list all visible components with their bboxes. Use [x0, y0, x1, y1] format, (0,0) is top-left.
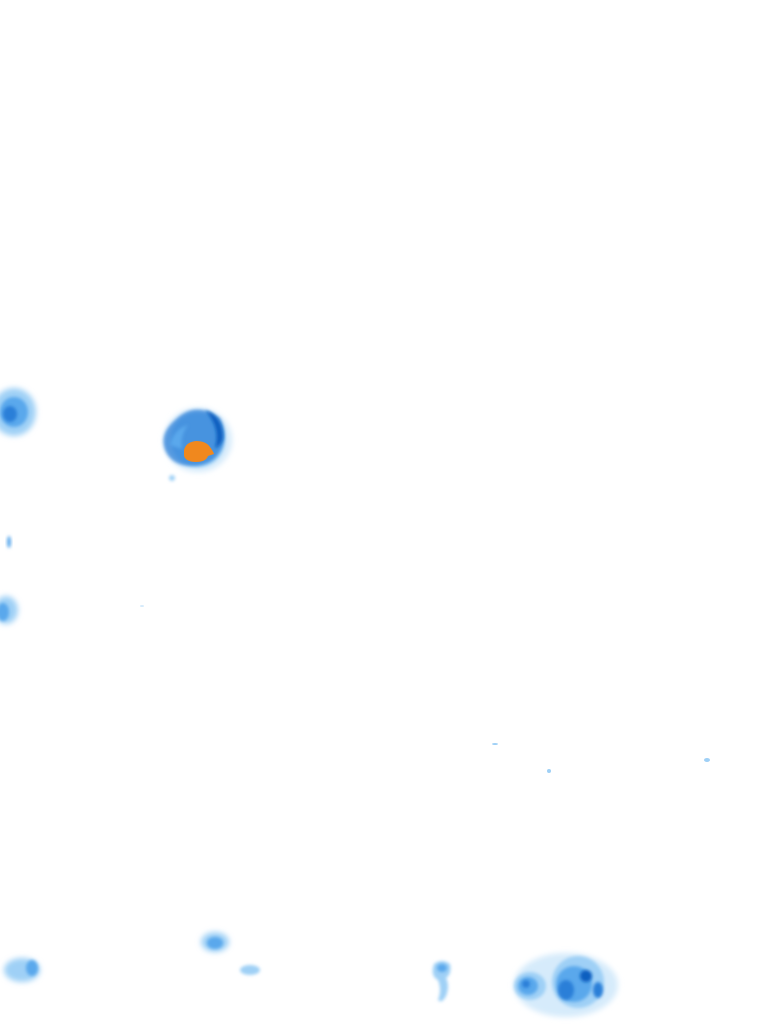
precip-cell-bottom-center-left: [201, 932, 260, 975]
precip-cell-bottom-left: [4, 958, 40, 982]
precip-cell-left-upper: [0, 388, 36, 436]
precip-cell-bottom-right: [514, 953, 618, 1017]
intense-core: [184, 441, 214, 462]
precip-cell-bottom-center: [432, 961, 451, 1002]
precip-cell-storm: [163, 408, 232, 481]
precip-speck-left-mid: [7, 536, 11, 548]
precip-cell-left-lower: [0, 596, 18, 624]
precip-specks-right: [492, 743, 710, 773]
precip-speck-mid: [140, 605, 144, 607]
